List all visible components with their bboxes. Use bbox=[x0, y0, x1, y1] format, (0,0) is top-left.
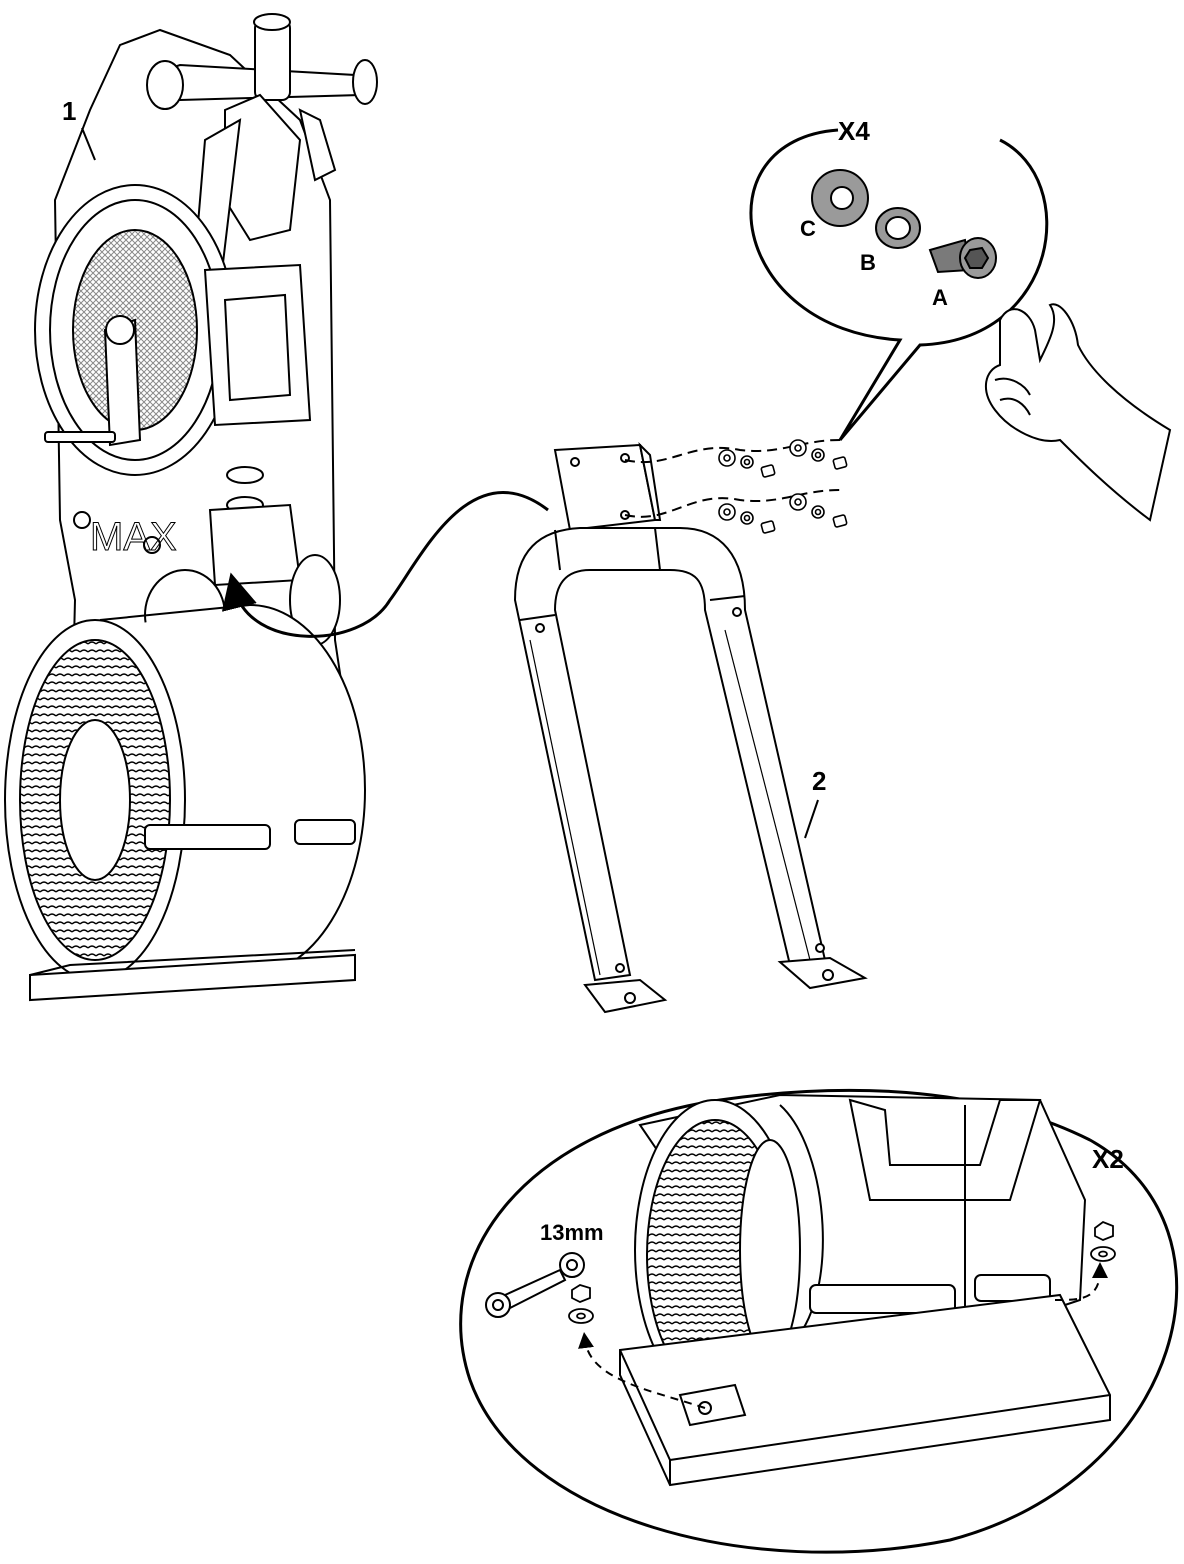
base-bolt-path-left bbox=[578, 1332, 706, 1409]
lock-washer-icon bbox=[875, 207, 921, 249]
nut-icon-right bbox=[1090, 1220, 1116, 1262]
machine-part-1 bbox=[4, 13, 378, 1002]
nut-icon bbox=[568, 1284, 594, 1324]
wrench-icon bbox=[485, 1252, 585, 1318]
part-2-leader bbox=[804, 799, 819, 839]
hardware-set-small bbox=[718, 439, 848, 534]
washer-icon bbox=[811, 169, 869, 227]
base-detail-machine bbox=[619, 1093, 1111, 1487]
part-2-label: 2 bbox=[812, 766, 826, 796]
hardware-path-bottom bbox=[624, 489, 841, 518]
hardware-path-top bbox=[624, 439, 841, 464]
part-1-label: 1 bbox=[62, 96, 76, 126]
stabilizer-part-2 bbox=[513, 441, 868, 1014]
hardware-quantity: X4 bbox=[838, 116, 870, 146]
base-quantity: X2 bbox=[1092, 1144, 1124, 1174]
base-detail-callout bbox=[459, 1088, 1179, 1554]
hardware-callout-bubble bbox=[749, 128, 1049, 441]
hardware-b-label: B bbox=[860, 250, 876, 275]
hardware-c-label: C bbox=[800, 216, 816, 241]
brand-logo: MAX bbox=[90, 515, 177, 559]
hex-bolt-icon bbox=[928, 237, 997, 279]
base-bolt-path-right bbox=[1054, 1262, 1108, 1301]
hand-icon bbox=[985, 303, 1172, 522]
assembly-arrow bbox=[221, 491, 549, 638]
hardware-a-label: A bbox=[932, 285, 948, 310]
part-1-leader bbox=[81, 127, 96, 161]
wrench-size-label: 13mm bbox=[540, 1220, 604, 1245]
